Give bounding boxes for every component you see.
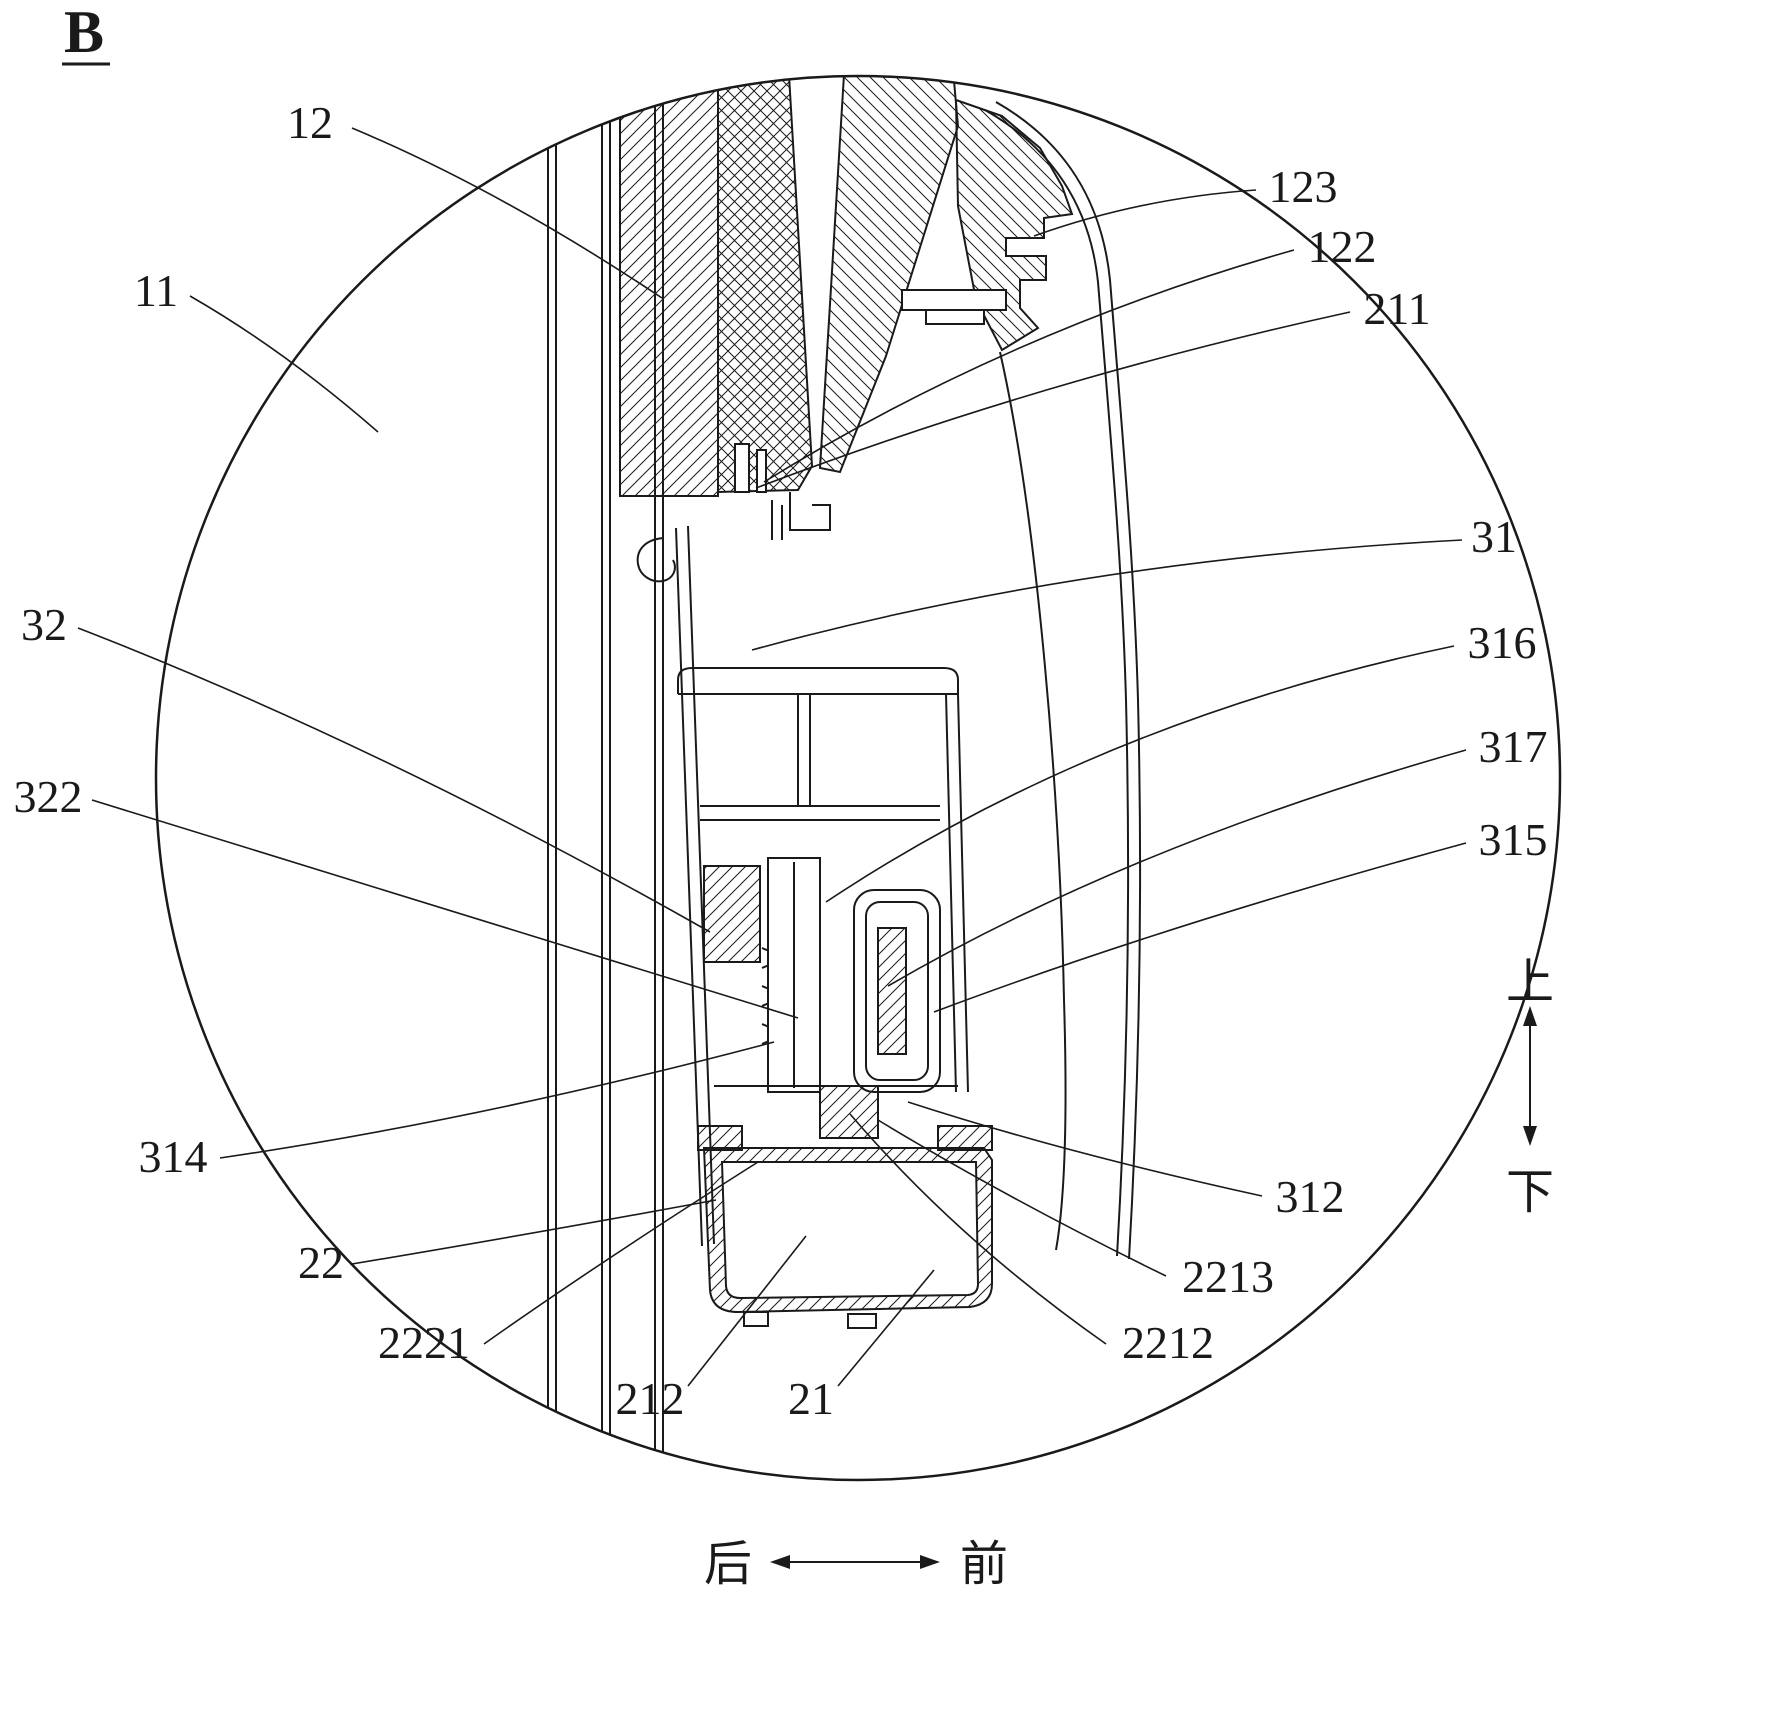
comb-tab-1: [734, 443, 750, 493]
orientation-vertical: 上 下: [1506, 956, 1554, 1219]
part-312-block: [819, 1085, 879, 1139]
container-cavity: [720, 1161, 980, 1300]
part-12-hatched-section: [619, 76, 960, 540]
comb-tab-2: [756, 449, 767, 493]
ref-label-315: 315: [1479, 814, 1548, 865]
leader-line-315: [933, 842, 1467, 1013]
leader-line-212: [687, 1235, 807, 1387]
left-panel-lines: [546, 76, 676, 1480]
ref-label-2212: 2212: [1122, 1317, 1214, 1368]
part-123-bracket: [901, 98, 1074, 352]
panel-mid-curl: [636, 537, 676, 583]
flange-left-2221: [697, 1125, 743, 1151]
ref-label-122: 122: [1308, 221, 1377, 272]
leader-line-211: [755, 311, 1351, 489]
orientation-horizontal: 后 前: [704, 1538, 1008, 1591]
arrowhead-left-icon: [770, 1555, 790, 1569]
arrowhead-down-icon: [1523, 1126, 1537, 1146]
part-31-tray-top: [677, 667, 959, 694]
ref-label-314: 314: [139, 1131, 208, 1182]
leader-line-312: [907, 1101, 1263, 1197]
direction-label-up: 上: [1506, 956, 1554, 1009]
container-foot-2: [847, 1313, 877, 1329]
ref-label-123: 123: [1269, 161, 1338, 212]
leader-line-12: [351, 127, 663, 299]
part-122-tab: [901, 289, 1007, 311]
leader-line-314: [219, 1041, 775, 1159]
leader-lines: [77, 127, 1467, 1387]
part-211-notch: [789, 492, 831, 531]
ref-label-11: 11: [134, 265, 178, 316]
direction-label-down: 下: [1506, 1166, 1554, 1219]
panel-top-hook: [546, 76, 664, 106]
shell-inner-surface: [999, 351, 1067, 1251]
ref-label-2213: 2213: [1182, 1251, 1274, 1302]
ref-label-32: 32: [21, 599, 67, 650]
part-315-bar: [877, 927, 907, 1055]
view-label-B: B: [64, 0, 104, 65]
direction-label-rear: 后: [704, 1538, 752, 1591]
leader-line-21: [837, 1269, 935, 1387]
ref-label-21: 21: [788, 1373, 834, 1424]
ref-label-2221: 2221: [378, 1317, 470, 1368]
ref-label-211: 211: [1363, 283, 1430, 334]
leader-line-2221: [483, 1161, 759, 1345]
leader-line-317: [887, 749, 1467, 987]
ref-label-31: 31: [1471, 511, 1517, 562]
ref-label-22: 22: [298, 1237, 344, 1288]
ref-label-12: 12: [287, 97, 333, 148]
part-317-slot-inner: [865, 901, 929, 1081]
ref-label-312: 312: [1276, 1171, 1345, 1222]
leader-line-123: [1033, 189, 1257, 237]
ref-label-212: 212: [616, 1373, 685, 1424]
ref-label-317: 317: [1479, 721, 1548, 772]
arrowhead-up-icon: [1523, 1006, 1537, 1026]
leader-line-322: [91, 799, 799, 1019]
leader-line-122: [763, 249, 1295, 483]
leader-line-32: [77, 627, 711, 933]
ref-label-316: 316: [1468, 617, 1537, 668]
leader-line-11: [189, 295, 379, 433]
arrowhead-right-icon: [920, 1555, 940, 1569]
flange-right-2212: [937, 1125, 993, 1151]
leader-line-2213: [877, 1119, 1167, 1277]
container-foot-1: [743, 1311, 769, 1327]
mid-bracket: [675, 525, 969, 1247]
direction-label-front: 前: [960, 1538, 1008, 1591]
leader-line-316: [825, 645, 1455, 903]
leader-line-31: [751, 539, 1463, 651]
leader-line-2212: [849, 1113, 1107, 1345]
lower-container-21: [697, 1125, 993, 1329]
ref-label-322: 322: [14, 771, 83, 822]
leader-line-22: [351, 1199, 717, 1265]
part-32-block: [703, 865, 761, 963]
